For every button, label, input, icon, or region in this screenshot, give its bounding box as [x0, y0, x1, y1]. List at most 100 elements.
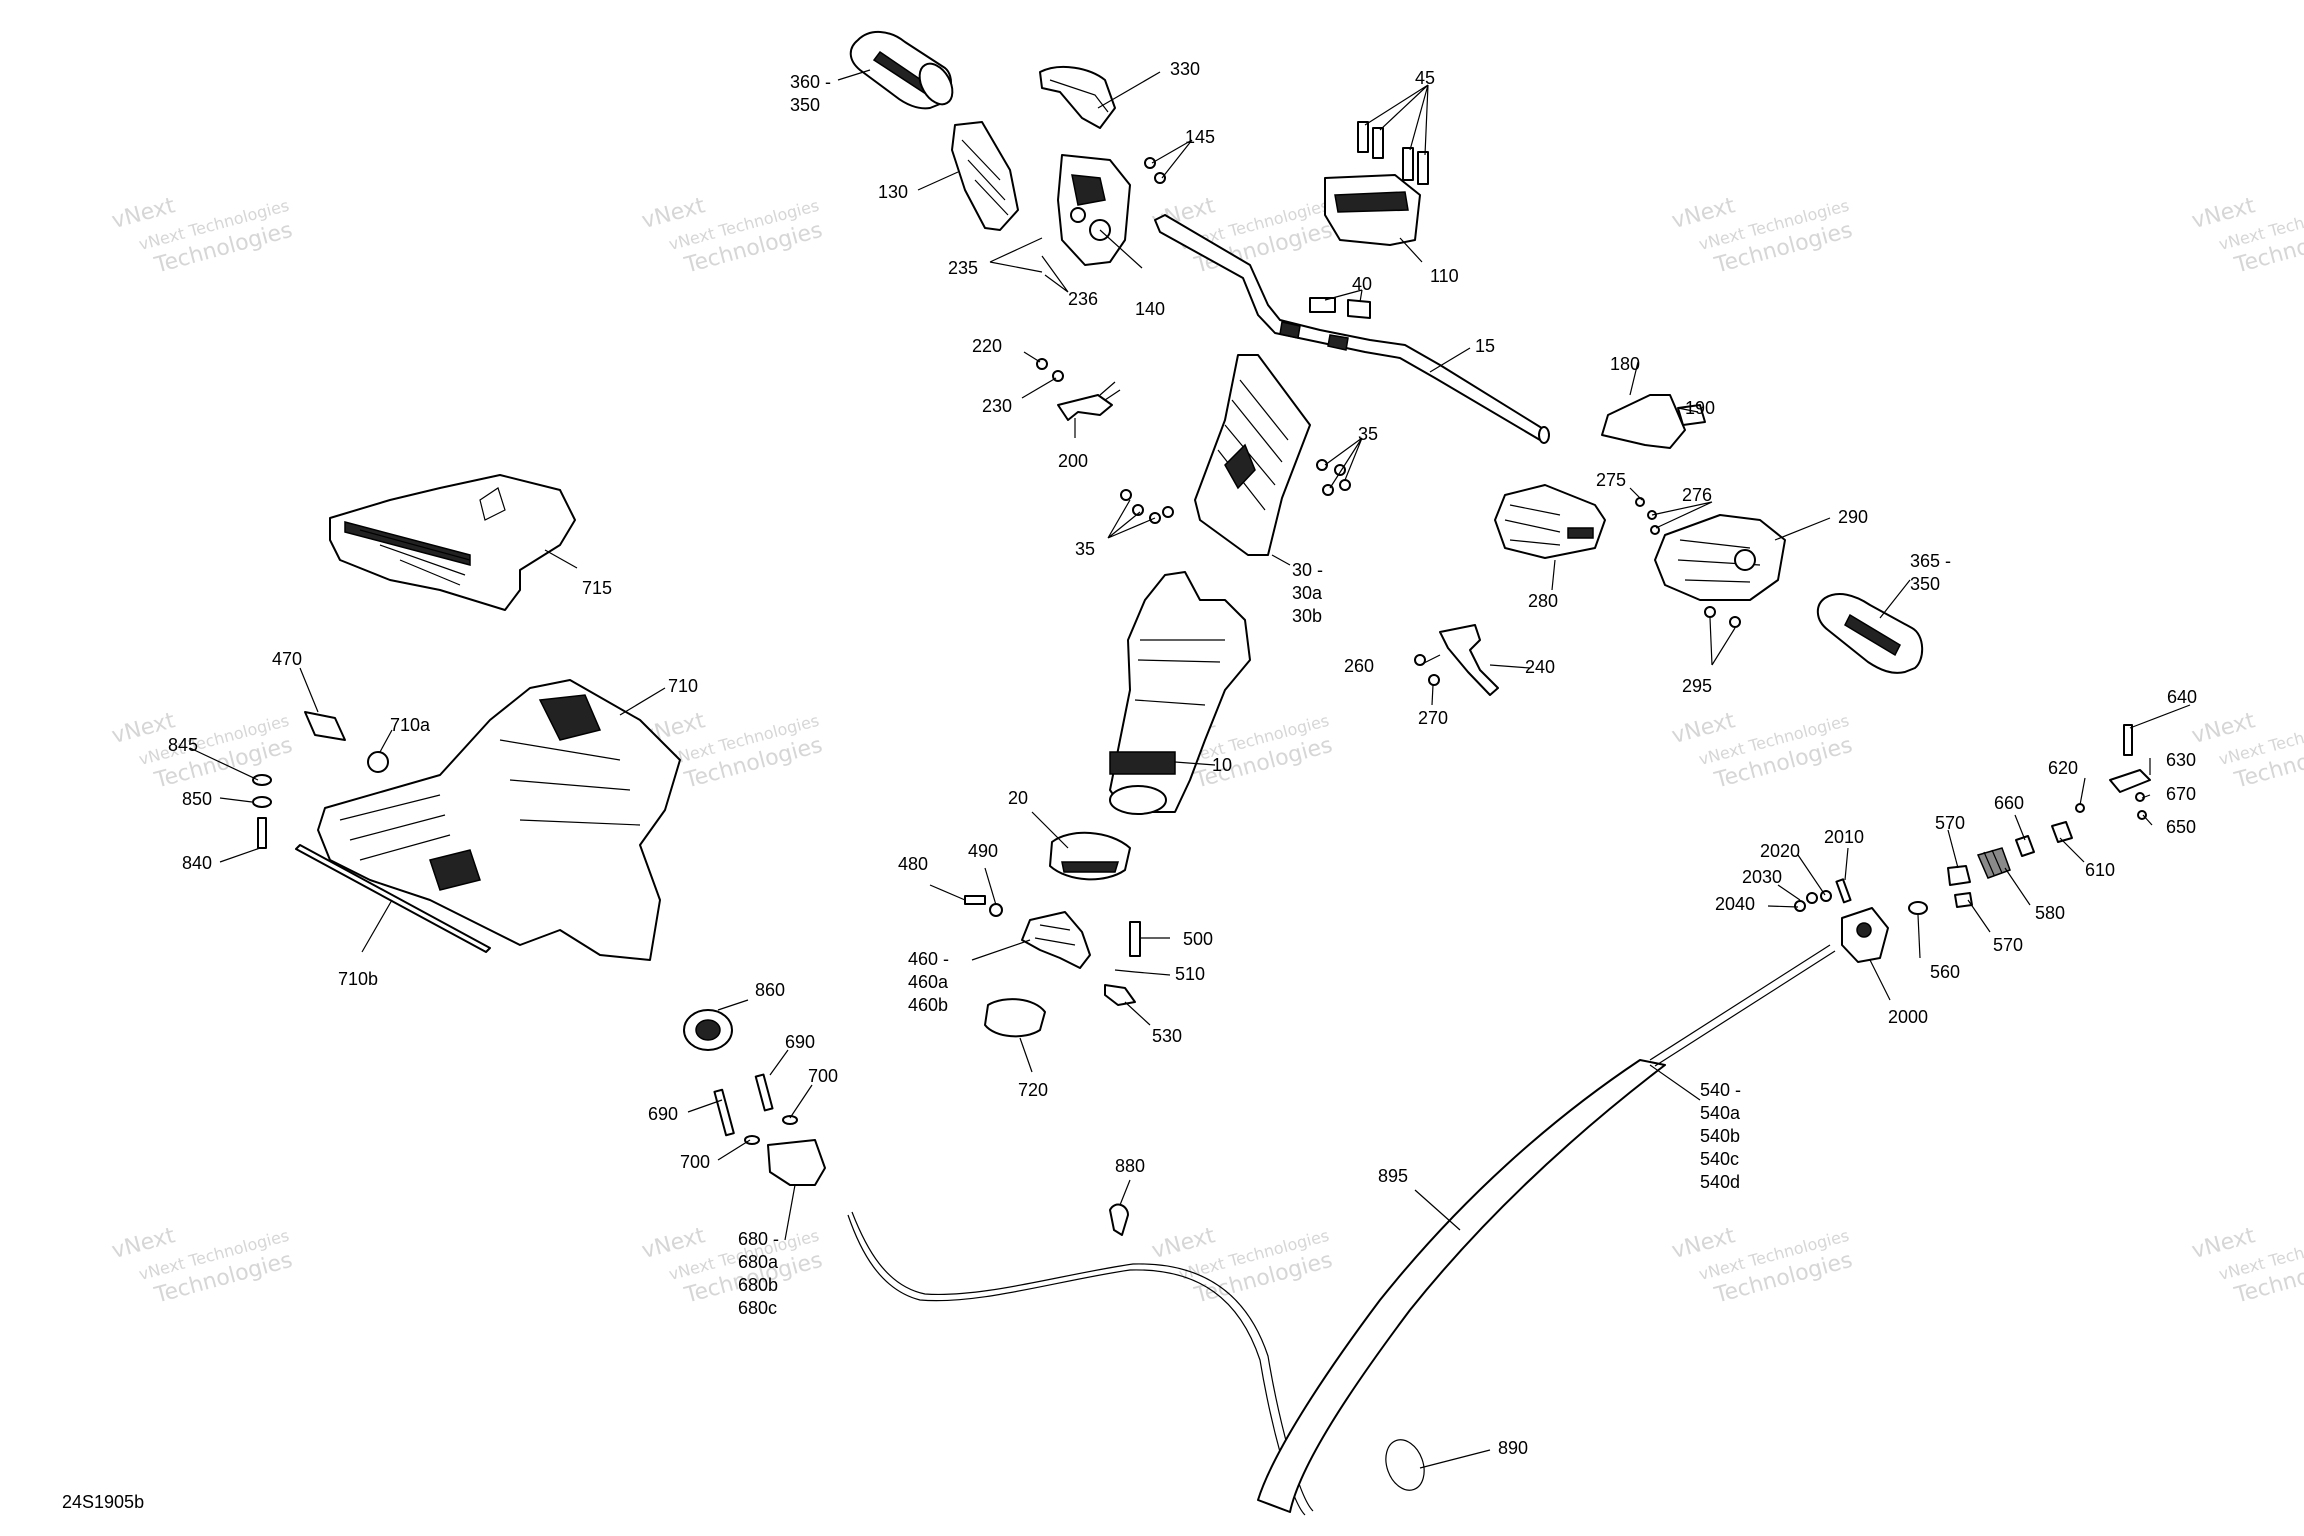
callout-220: 220 [972, 336, 1002, 356]
callout-line: 570 [1935, 813, 1965, 833]
callout-line: 30b [1292, 606, 1322, 626]
switch-cover-part [1039, 65, 1116, 129]
washer-560-part [1908, 901, 1928, 915]
bolts-690-part [713, 1073, 798, 1145]
strip-710b-part [295, 844, 491, 953]
callout-895: 895 [1378, 1166, 1408, 1186]
callout-line: 236 [1068, 289, 1098, 309]
callout-line: 670 [2166, 784, 2196, 804]
callout-line: 500 [1183, 929, 1213, 949]
callout-line: 880 [1115, 1156, 1145, 1176]
callout-line: 230 [982, 396, 1012, 416]
callout-line: 365 - [1910, 551, 1951, 571]
tie-890-part [1385, 1439, 1425, 1491]
callout-line: 130 [878, 182, 908, 202]
callout-line: 470 [272, 649, 302, 669]
callout-650: 650 [2166, 817, 2196, 837]
callout-line: 460 - [908, 949, 949, 969]
callout-190: 190 [1685, 398, 1715, 418]
callout-line: 690 [785, 1032, 815, 1052]
callout-line: 510 [1175, 964, 1205, 984]
callout-line: 720 [1018, 1080, 1048, 1100]
callout-line: 630 [2166, 750, 2196, 770]
callout-line: 276 [1682, 485, 1712, 505]
callout-line: 650 [2166, 817, 2196, 837]
callout-15: 15 [1475, 336, 1495, 356]
callout-145: 145 [1185, 127, 1215, 147]
bolt-500-part [1129, 921, 1141, 957]
callout-line: 530 [1152, 1026, 1182, 1046]
adjuster-2000-part [1841, 907, 1889, 963]
callout-880: 880 [1115, 1156, 1145, 1176]
callout-280: 280 [1528, 591, 1558, 611]
callout-line: 690 [648, 1104, 678, 1124]
callout-276: 276 [1682, 485, 1712, 505]
bracket-680-part [767, 1139, 826, 1186]
callout-480: 480 [898, 854, 928, 874]
callout-line: 680c [738, 1298, 777, 1318]
clips-40-part [1309, 297, 1371, 319]
callout-line: 140 [1135, 299, 1165, 319]
callout-line: 860 [755, 980, 785, 1000]
bolt-480-part [964, 895, 1003, 917]
callout-2030: 2030 [1742, 867, 1782, 887]
callout-line: 45 [1415, 68, 1435, 88]
leader-lines [189, 69, 2191, 1469]
callout-line: 540 - [1700, 1080, 1741, 1100]
cover-180-part [1601, 394, 1706, 449]
callout-line: 540c [1700, 1149, 1739, 1169]
column-upper-part [1194, 354, 1311, 556]
cover-280-part [1494, 484, 1606, 559]
callout-line: 200 [1058, 451, 1088, 471]
callout-line: 710b [338, 969, 378, 989]
callout-line: 460a [908, 972, 949, 992]
callout-40: 40 [1352, 274, 1372, 294]
screw-260-part [1414, 654, 1440, 686]
callout-line: 330 [1170, 59, 1200, 79]
screw-145-part [1144, 157, 1166, 184]
callout-line: 2040 [1715, 894, 1755, 914]
callout-295: 295 [1682, 676, 1712, 696]
callout-line: 560 [1930, 962, 1960, 982]
callout-570b: 570 [1993, 935, 2023, 955]
callout-510: 510 [1175, 964, 1205, 984]
callout-line: 2010 [1824, 827, 1864, 847]
callout-130: 130 [878, 182, 908, 202]
nut-710a-part [367, 751, 389, 773]
cable-895-part [847, 944, 1836, 1516]
callout-line: 540b [1700, 1126, 1740, 1146]
callout-500: 500 [1183, 929, 1213, 949]
joint-530-part [1104, 984, 1136, 1006]
callout-620: 620 [2048, 758, 2078, 778]
callout-560: 560 [1930, 962, 1960, 982]
callout-530: 530 [1152, 1026, 1182, 1046]
callout-line: 845 [168, 735, 198, 755]
callout-line: 180 [1610, 354, 1640, 374]
callout-line: 290 [1838, 507, 1868, 527]
fasteners-2010-part [1794, 878, 1852, 912]
callout-line: 895 [1378, 1166, 1408, 1186]
callout-line: 40 [1352, 274, 1372, 294]
callout-line: 490 [968, 841, 998, 861]
callout-line: 460b [908, 995, 948, 1015]
callout-110: 110 [1430, 266, 1459, 286]
plate-715-part [329, 474, 576, 611]
reference-code: 24S1905b [62, 1492, 144, 1512]
callout-line: 680 - [738, 1229, 779, 1249]
callout-line: 680b [738, 1275, 778, 1295]
callout-line: 270 [1418, 708, 1448, 728]
callout-line: 30 - [1292, 560, 1323, 580]
spring-510-part [1114, 969, 1136, 973]
ring-20-part [1049, 831, 1131, 881]
callout-line: 2000 [1888, 1007, 1928, 1027]
callout-700a: 700 [808, 1066, 838, 1086]
lever-240-part [1439, 624, 1499, 696]
callout-2020: 2020 [1760, 841, 1800, 861]
callout-710b: 710b [338, 969, 378, 989]
